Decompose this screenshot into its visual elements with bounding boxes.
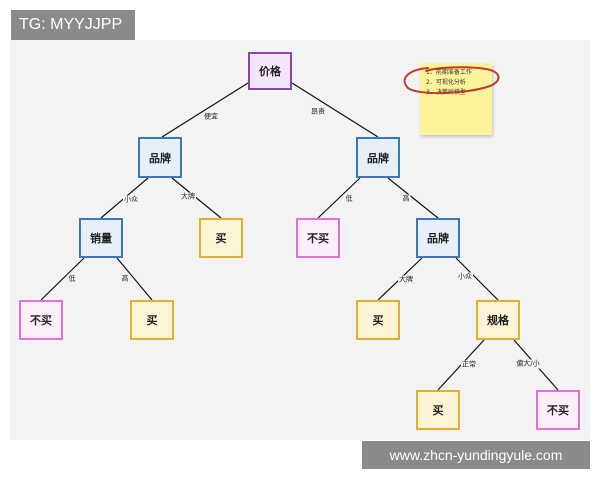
node-brand-right-label: 品牌 xyxy=(367,151,389,165)
node-buy-a[interactable]: 买 xyxy=(199,218,243,258)
edge-sales-buy xyxy=(116,257,153,301)
node-brand-left-label: 品牌 xyxy=(149,151,171,165)
node-buy-c-label: 买 xyxy=(372,314,384,327)
edge-label-low-right: 低 xyxy=(344,194,354,204)
edge-label-expensive: 昂贵 xyxy=(310,107,326,117)
node-brand-right[interactable]: 品牌 xyxy=(356,137,400,178)
edge-label-niche-right: 小众 xyxy=(457,272,473,282)
node-not-buy-c-label: 不买 xyxy=(547,404,569,417)
node-spec-label: 规格 xyxy=(487,314,509,327)
edge-root-brand-left xyxy=(161,82,249,138)
node-sales[interactable]: 销量 xyxy=(79,218,123,258)
edge-label-high-left: 高 xyxy=(120,274,130,284)
red-scribble xyxy=(403,66,500,95)
node-sales-label: 销量 xyxy=(90,232,112,245)
node-buy-b-label: 买 xyxy=(146,314,158,327)
tg-label: TG: MYYJJPP xyxy=(11,10,135,40)
node-buy-d[interactable]: 买 xyxy=(416,390,460,430)
edge-brand-left-buy xyxy=(171,177,222,219)
node-brand-left[interactable]: 品牌 xyxy=(138,137,182,178)
node-buy-b[interactable]: 买 xyxy=(130,300,174,340)
edge-brand-mid-spec xyxy=(455,257,499,301)
sticky-note[interactable]: 1、前期准备工作 2、可视化分析 3、决策树模型 xyxy=(420,63,492,135)
edge-label-cheap: 便宜 xyxy=(203,112,219,122)
node-not-buy-c[interactable]: 不买 xyxy=(536,390,580,430)
edge-label-offsize: 偏大/小 xyxy=(515,359,541,369)
edge-label-high-right: 高 xyxy=(401,194,411,204)
node-price-label: 价格 xyxy=(259,65,281,78)
sticky-item-2: 2、可视化分析 xyxy=(426,79,466,86)
edge-label-bigbrand-left: 大牌 xyxy=(180,192,196,202)
sticky-item-1: 1、前期准备工作 xyxy=(426,69,472,76)
watermark: www.zhcn-yundingyule.com xyxy=(362,441,590,469)
node-brand-mid-label: 品牌 xyxy=(427,232,449,245)
edge-sales-nobuy xyxy=(40,257,85,301)
node-brand-mid[interactable]: 品牌 xyxy=(416,218,460,258)
node-buy-d-label: 买 xyxy=(432,404,444,417)
node-not-buy-b-label: 不买 xyxy=(30,314,52,327)
node-spec[interactable]: 规格 xyxy=(476,300,520,340)
node-not-buy-a[interactable]: 不买 xyxy=(296,218,340,258)
node-not-buy-a-label: 不买 xyxy=(307,232,329,245)
node-not-buy-b[interactable]: 不买 xyxy=(19,300,63,340)
node-buy-a-label: 买 xyxy=(215,232,227,245)
edge-brand-right-nobuy xyxy=(317,177,361,219)
edge-label-bigbrand-right: 大牌 xyxy=(398,275,414,285)
node-price[interactable]: 价格 xyxy=(248,52,292,90)
node-buy-c[interactable]: 买 xyxy=(356,300,400,340)
edge-label-niche-left: 小众 xyxy=(123,195,139,205)
edge-root-brand-right xyxy=(291,82,379,138)
edge-brand-right-brand-mid xyxy=(387,177,439,219)
edge-label-low-left: 低 xyxy=(67,274,77,284)
edge-label-normal: 正常 xyxy=(461,360,477,370)
